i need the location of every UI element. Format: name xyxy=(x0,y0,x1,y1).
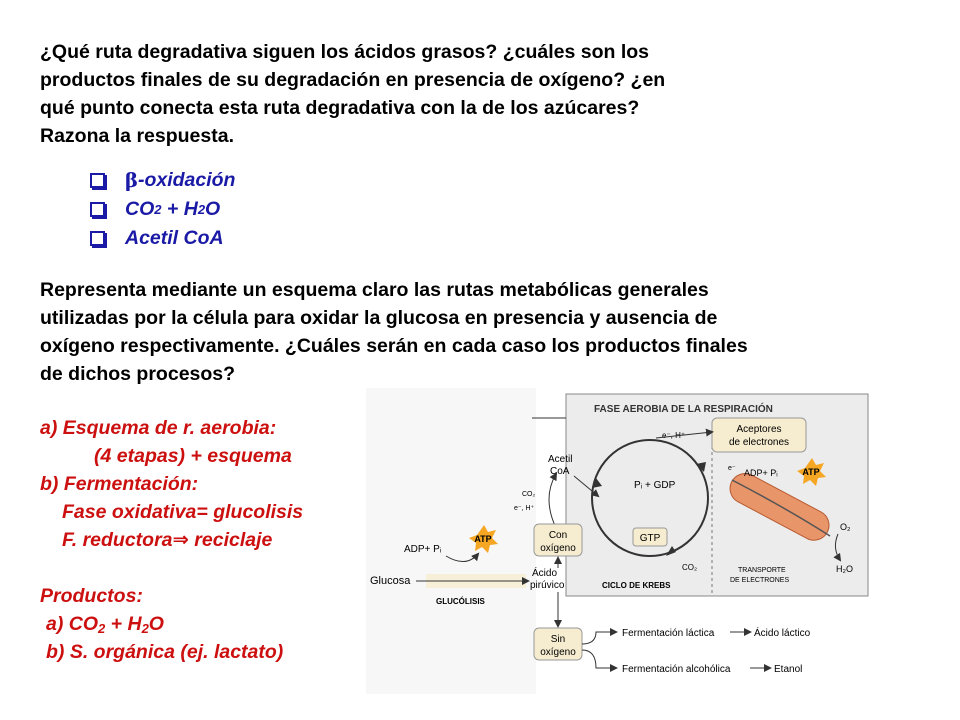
answer-b: b) Fermentación: xyxy=(40,473,199,495)
question-2-line-4: de dichos procesos? xyxy=(40,363,236,385)
acetil-label: Acetil xyxy=(548,454,572,465)
o2-label: O₂ xyxy=(840,522,851,532)
answer-a-detail: (4 etapas) + esquema xyxy=(94,445,292,467)
question-2-line-1: Representa mediante un esquema claro las… xyxy=(40,279,709,301)
acido-label: Ácido xyxy=(532,566,557,579)
question-1: ¿Qué ruta degradativa siguen los ácidos … xyxy=(40,38,840,150)
sin-label: Sin xyxy=(551,634,565,645)
productos-heading: Productos: xyxy=(40,585,143,607)
atp-label: ATP xyxy=(474,534,491,544)
glucolisis-label: GLUCÓLISIS xyxy=(436,597,486,606)
question-1-line-2: productos finales de su degradación en p… xyxy=(40,69,666,91)
ferm-alcoholica-label: Fermentación alcohólica xyxy=(622,664,731,675)
respiration-diagram: FASE AEROBIA DE LA RESPIRACIÓN Aceptores… xyxy=(366,388,869,694)
question-2-line-2: utilizadas por la célula para oxidar la … xyxy=(40,307,718,329)
con-label: Con xyxy=(549,530,567,541)
checkbox-bullet-icon xyxy=(90,202,105,217)
question-1-line-3: qué punto conecta esta ruta degradativa … xyxy=(40,97,640,119)
pi-gdp-label: Pᵢ + GDP xyxy=(634,480,676,491)
answer-a: a) Esquema de r. aerobia: xyxy=(40,417,277,439)
atp-mito-star-icon xyxy=(797,458,826,486)
h2o-label: H₂O xyxy=(836,564,853,574)
answer-b-reductora: F. reductora⇒ reciclaje xyxy=(62,528,273,551)
krebs-cycle-circle xyxy=(591,439,709,557)
question-1-line-4: Razona la respuesta. xyxy=(40,125,234,147)
checkbox-bullet-icon xyxy=(90,231,105,246)
faded-background xyxy=(366,388,536,694)
question-1-line-1: ¿Qué ruta degradativa siguen los ácidos … xyxy=(40,41,650,63)
atp-mito-label: ATP xyxy=(802,467,819,477)
answer-b-oxidativa: Fase oxidativa= glucolisis xyxy=(62,501,304,523)
adp-pi-label: ADP+ Pᵢ xyxy=(404,544,442,555)
question-2-line-3: oxígeno respectivamente. ¿Cuáles serán e… xyxy=(40,335,748,357)
diagram-title: FASE AEROBIA DE LA RESPIRACIÓN xyxy=(594,402,773,415)
krebs-co2-label: CO₂ xyxy=(682,563,697,572)
adp-pi-mito-label: ADP+ Pᵢ xyxy=(744,468,778,478)
atp-star-icon xyxy=(469,525,498,553)
gtp-box xyxy=(632,527,668,547)
double-arrow-icon: ⇒ xyxy=(172,528,189,551)
ferm-lactica-label: Fermentación láctica xyxy=(622,628,715,639)
krebs-eh-label: e⁻, H⁺ xyxy=(662,431,685,440)
electrones-label: DE ELECTRONES xyxy=(730,577,789,584)
acetil-co2-label: CO₂ xyxy=(522,491,536,498)
con-oxigeno-label: oxígeno xyxy=(540,543,576,554)
transporte-label: TRANSPORTE xyxy=(738,567,786,574)
glucosa-label: Glucosa xyxy=(370,575,411,587)
piruvico-label: pirúvico xyxy=(530,580,565,591)
acetil-eh-label: e⁻, H⁺ xyxy=(514,505,535,512)
list-item-beta-oxidacion: β-oxidación xyxy=(90,166,235,195)
aceptores-label: Aceptores xyxy=(736,424,781,435)
etanol-label: Etanol xyxy=(774,664,802,675)
aceptores-label-2: de electrones xyxy=(729,437,789,448)
beta-oxidacion-text: -oxidación xyxy=(137,169,236,191)
checkbox-bullet-icon xyxy=(90,173,105,188)
beta-symbol: β xyxy=(125,169,138,192)
gtp-label: GTP xyxy=(640,533,661,544)
mitochondria-membrane xyxy=(729,473,830,541)
sin-oxigeno-label: oxígeno xyxy=(540,647,576,658)
krebs-label: CICLO DE KREBS xyxy=(602,581,671,590)
e-minus-label: e⁻ xyxy=(728,465,736,472)
acido-lactico-label: Ácido láctico xyxy=(754,626,811,639)
answer-2: a) Esquema de r. aerobia: (4 etapas) + e… xyxy=(40,414,303,666)
coa-label: CoA xyxy=(550,466,570,477)
productos-a: a) CO2 + H2O xyxy=(46,613,164,636)
question-2: Representa mediante un esquema claro las… xyxy=(40,276,920,388)
productos-b: b) S. orgánica (ej. lactato) xyxy=(46,641,284,663)
list-item-acetil-coa: Acetil CoA xyxy=(90,224,235,253)
